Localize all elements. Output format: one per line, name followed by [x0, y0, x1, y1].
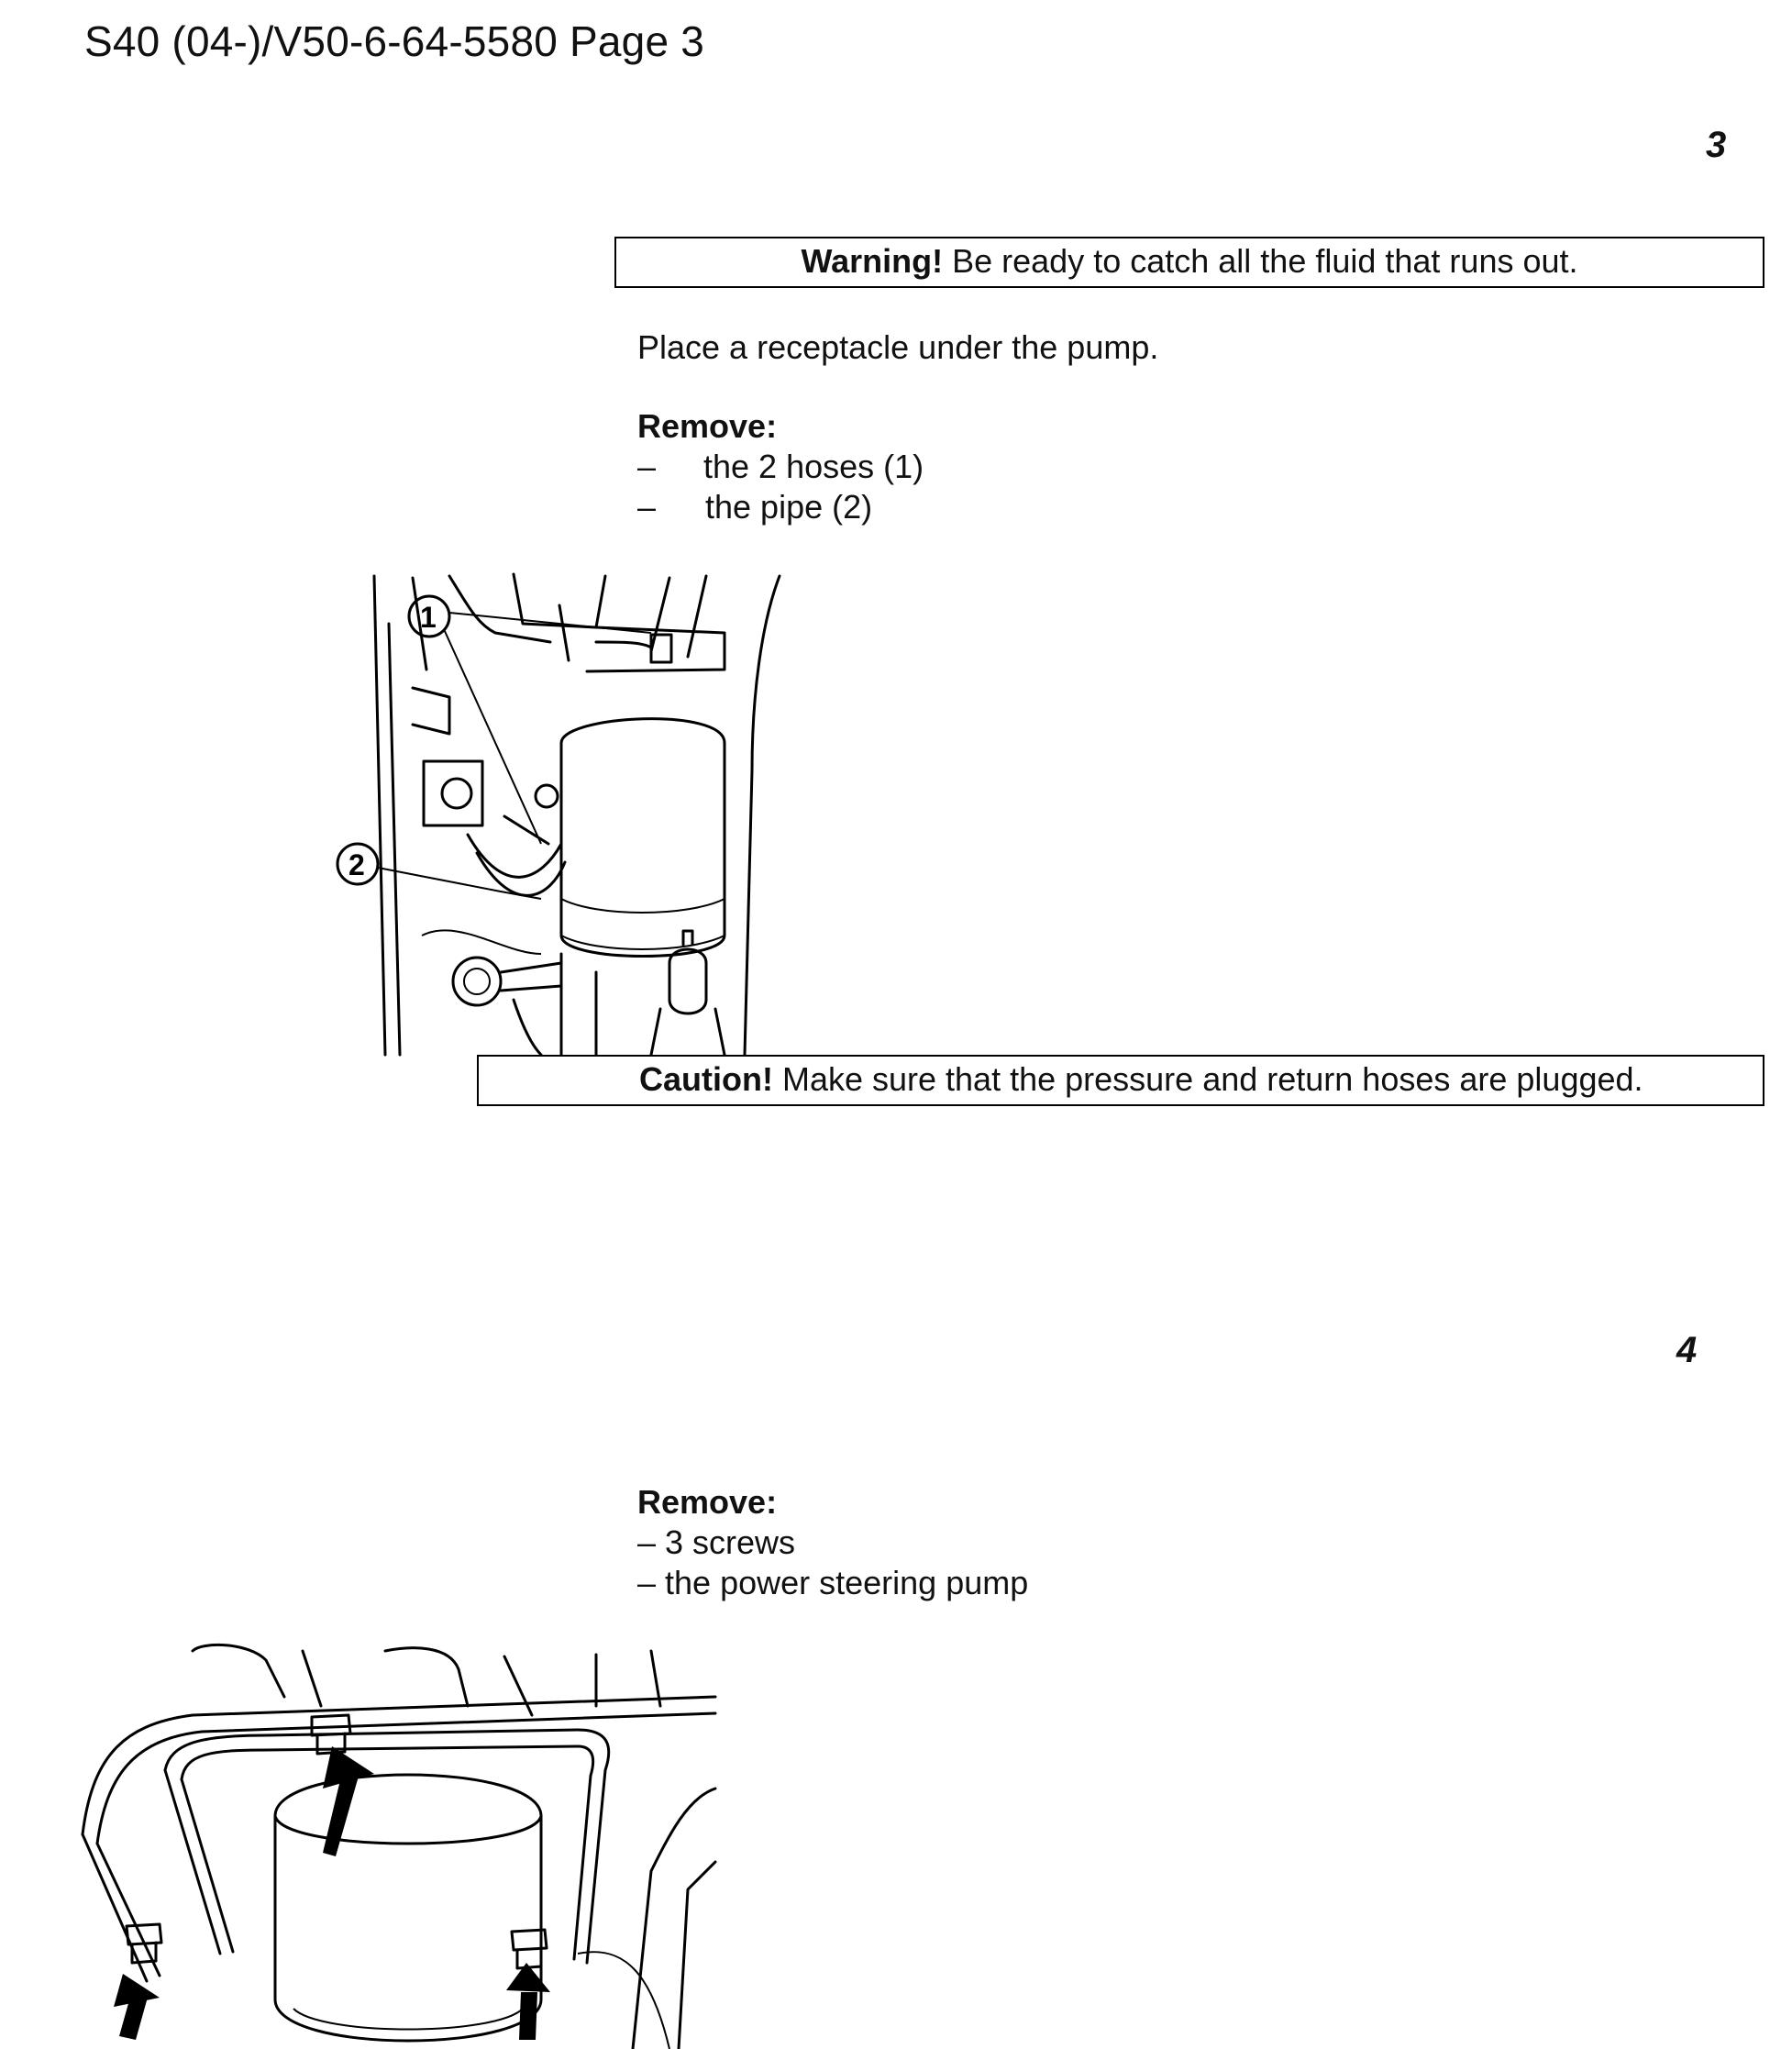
- caution-label: Caution!: [639, 1060, 773, 1098]
- page-header: S40 (04-)/V50-6-64-5580 Page 3: [84, 17, 704, 65]
- arrow-icon: [323, 1746, 374, 1856]
- list-item: –the 2 hoses (1): [637, 448, 924, 485]
- remove-list-step3: –the 2 hoses (1) –the pipe (2): [637, 447, 924, 527]
- callout-2: 2: [348, 848, 365, 881]
- warning-label: Warning!: [801, 242, 944, 280]
- instruction-receptacle: Place a receptacle under the pump.: [637, 328, 1159, 366]
- list-item: – the power steering pump: [637, 1564, 1029, 1601]
- power-steering-pump-screws-illustration: [81, 1643, 717, 2049]
- step-number-3: 3: [1706, 125, 1727, 165]
- caution-box: Caution! Make sure that the pressure and…: [477, 1055, 1764, 1106]
- warning-text: Be ready to catch all the fluid that run…: [943, 242, 1578, 280]
- remove-heading-step3: Remove:: [637, 407, 778, 445]
- warning-box: Warning! Be ready to catch all the fluid…: [614, 237, 1764, 288]
- power-steering-pump-hoses-illustration: 1 2: [336, 572, 781, 1057]
- callout-1: 1: [420, 601, 437, 634]
- arrow-icon: [506, 1963, 550, 2040]
- remove-heading-step4: Remove:: [637, 1483, 778, 1521]
- step-number-4: 4: [1676, 1330, 1698, 1370]
- arrow-icon: [114, 1974, 160, 2040]
- list-item: –the pipe (2): [637, 488, 873, 526]
- remove-list-step4: – 3 screws – the power steering pump: [637, 1523, 1028, 1603]
- caution-text: Make sure that the pressure and return h…: [772, 1060, 1643, 1098]
- list-item: – 3 screws: [637, 1523, 796, 1561]
